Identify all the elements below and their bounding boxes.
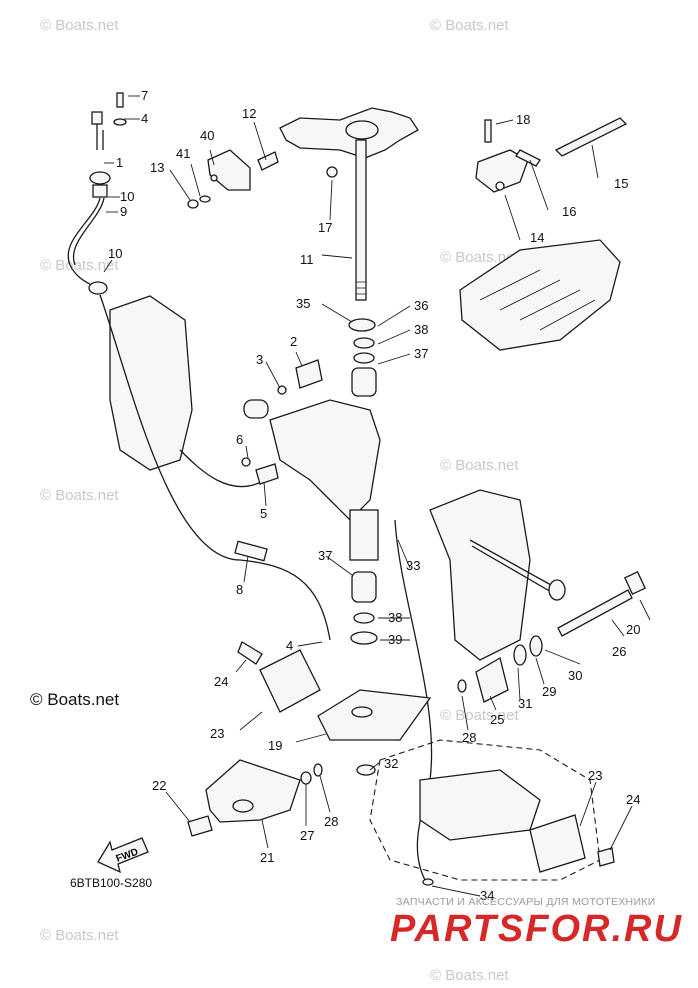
callout-33: 33	[406, 558, 420, 573]
callout-10b: 10	[108, 246, 122, 261]
callout-34: 34	[480, 888, 494, 903]
swivel-bracket	[109, 295, 566, 661]
callout-9: 9	[120, 204, 127, 219]
callout-13: 13	[150, 160, 164, 175]
callout-38b: 38	[388, 610, 402, 625]
cable-assembly	[67, 92, 127, 295]
callout-30: 30	[568, 668, 582, 683]
callout-39: 39	[388, 632, 402, 647]
callout-38: 38	[414, 322, 428, 337]
callout-11: 11	[300, 252, 314, 267]
callout-4: 4	[141, 111, 148, 126]
watermark: © Boats.net	[40, 487, 119, 504]
callout-22: 22	[152, 778, 166, 793]
callout-21: 21	[260, 850, 274, 865]
watermark: © Boats.net	[440, 707, 519, 724]
callout-23: 23	[210, 726, 224, 741]
watermark: © Boats.net	[430, 967, 509, 984]
bottom-cowling	[459, 239, 621, 351]
callout-28: 28	[462, 730, 476, 745]
diagram-code: 6BTB100-S280	[70, 876, 153, 890]
callout-2: 2	[290, 334, 297, 349]
bracket-40	[187, 149, 279, 209]
callout-24: 24	[214, 674, 228, 689]
bushings	[348, 318, 378, 645]
watermark: © Boats.net	[40, 927, 119, 944]
callout-15: 15	[614, 176, 628, 191]
cables	[99, 294, 433, 881]
watermark: © Boats.net	[40, 257, 119, 274]
lower-casing	[369, 739, 601, 881]
callout-31: 31	[518, 696, 532, 711]
copyright: © Boats.net	[30, 690, 120, 709]
callout-37b: 37	[318, 548, 332, 563]
callouts: 7 4 1 10 9 10 12 40 41 13 11 17 18 15 16…	[108, 88, 640, 903]
callout-7: 7	[141, 88, 148, 103]
watermark: © Boats.net	[440, 249, 519, 266]
callout-3: 3	[256, 352, 263, 367]
watermarks: © Boats.net © Boats.net © Boats.net © Bo…	[40, 17, 519, 984]
callout-4b: 4	[286, 638, 293, 653]
callout-23b: 23	[588, 768, 602, 783]
callout-10: 10	[120, 189, 134, 204]
callout-12: 12	[242, 106, 256, 121]
callout-29: 29	[542, 684, 556, 699]
watermark: © Boats.net	[430, 17, 509, 34]
callout-16: 16	[562, 204, 576, 219]
callout-17: 17	[318, 220, 332, 235]
steering-shaft-11	[279, 107, 419, 301]
callout-24b: 24	[626, 792, 640, 807]
clamps	[241, 359, 323, 485]
callout-1: 1	[116, 155, 123, 170]
callout-25: 25	[490, 712, 504, 727]
callout-18: 18	[516, 112, 530, 127]
callout-5: 5	[260, 506, 267, 521]
callout-19: 19	[268, 738, 282, 753]
through-bolt	[457, 571, 647, 703]
callout-35: 35	[296, 296, 310, 311]
watermark: © Boats.net	[440, 457, 519, 474]
callout-26: 26	[612, 644, 626, 659]
callout-37: 37	[414, 346, 428, 361]
fasteners	[187, 641, 615, 886]
callout-36: 36	[414, 298, 428, 313]
callout-32: 32	[384, 756, 398, 771]
callout-41: 41	[176, 146, 190, 161]
fwd-arrow: FWD	[97, 837, 149, 874]
bracket-14	[475, 117, 628, 193]
shop-subtitle: ЗАПЧАСТИ И АКСЕССУАРЫ ДЛЯ МОТОТЕХНИКИ	[396, 896, 656, 908]
shop-brand-logo: PARTSFOR.RU	[390, 908, 683, 950]
callout-8: 8	[236, 582, 243, 597]
callout-14: 14	[530, 230, 544, 245]
callout-27: 27	[300, 828, 314, 843]
callout-20: 20	[626, 622, 640, 637]
callout-28b: 28	[324, 814, 338, 829]
lower-mount	[205, 649, 586, 873]
callout-6: 6	[236, 432, 243, 447]
watermark: © Boats.net	[40, 17, 119, 34]
callout-40: 40	[200, 128, 214, 143]
leader-lines	[103, 95, 651, 897]
